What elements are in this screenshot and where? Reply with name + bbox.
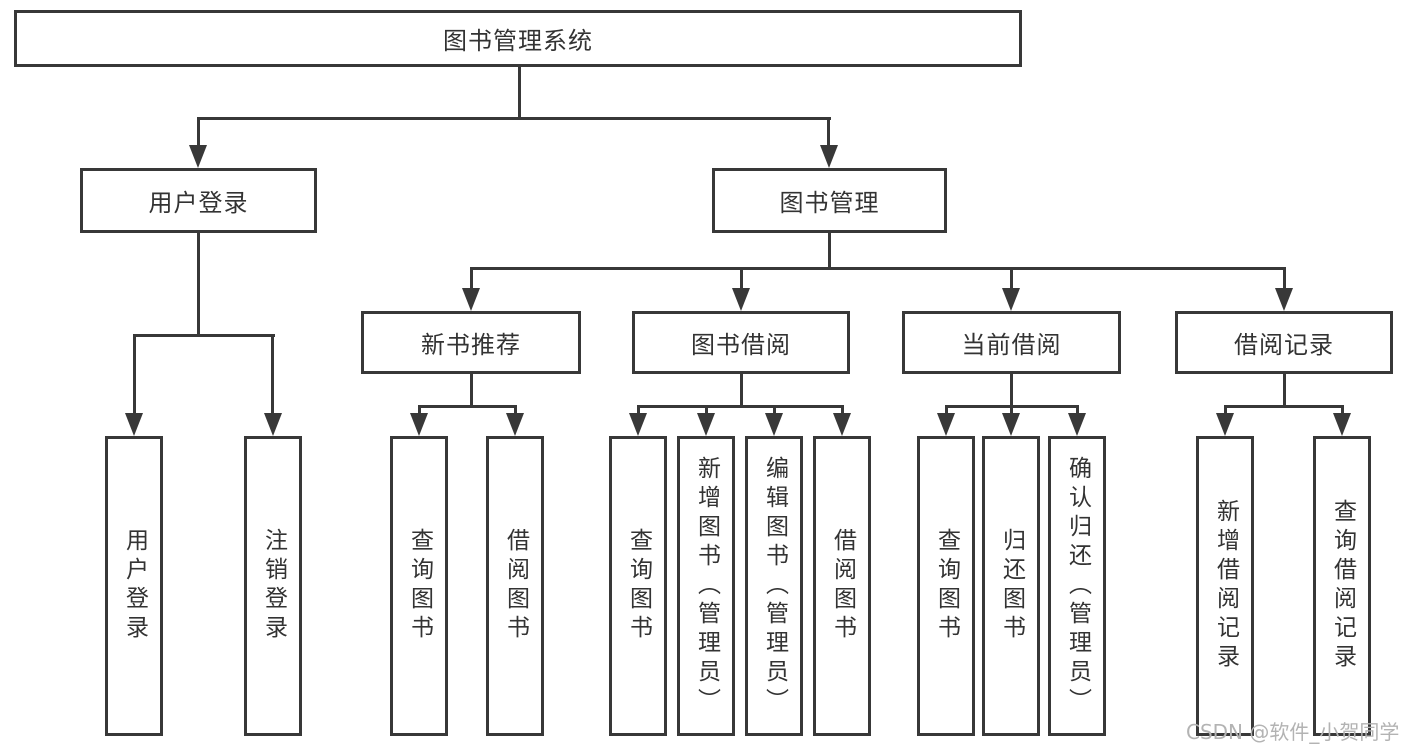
leaf-borrow-books-recommend: 借阅图书 — [486, 436, 544, 736]
node-label: 用户登录 — [121, 528, 148, 644]
leaf-edit-books-admin: 编辑图书（管理员） — [745, 436, 803, 736]
arrowhead-icon — [1275, 288, 1293, 311]
connector-line — [197, 117, 831, 120]
connector-line — [133, 334, 275, 337]
connector-line — [1283, 374, 1286, 407]
arrowhead-icon — [765, 413, 783, 436]
connector-line — [418, 405, 517, 408]
node-library-management-system: 图书管理系统 — [14, 10, 1022, 67]
connector-line — [827, 117, 830, 147]
arrowhead-icon — [1216, 413, 1234, 436]
node-label: 查询图书 — [625, 528, 652, 644]
arrowhead-icon — [820, 145, 838, 168]
arrowhead-icon — [410, 413, 428, 436]
connector-line — [1076, 405, 1079, 414]
node-label: 查询图书 — [406, 528, 433, 644]
node-label: 新增借阅记录 — [1212, 499, 1239, 673]
connector-line — [470, 374, 473, 407]
connector-line — [470, 267, 473, 289]
leaf-query-books-borrowing: 查询图书 — [609, 436, 667, 736]
node-label: 查询借阅记录 — [1329, 499, 1356, 673]
node-label: 确认归还（管理员） — [1064, 455, 1091, 717]
node-label: 新增图书（管理员） — [693, 455, 720, 717]
connector-line — [637, 405, 640, 414]
leaf-borrow-books: 借阅图书 — [813, 436, 871, 736]
connector-line — [841, 405, 844, 414]
node-label: 借阅图书 — [829, 528, 856, 644]
node-current-borrowing: 当前借阅 — [902, 311, 1121, 374]
node-label: 注销登录 — [260, 528, 287, 644]
arrowhead-icon — [264, 413, 282, 436]
connector-line — [740, 374, 743, 407]
connector-line — [514, 405, 517, 414]
connector-line — [197, 117, 200, 147]
arrowhead-icon — [937, 413, 955, 436]
arrowhead-icon — [1002, 288, 1020, 311]
watermark: CSDN @软件_小贺同学 — [1186, 720, 1400, 744]
connector-line — [773, 405, 776, 414]
connector-line — [1010, 374, 1013, 407]
arrowhead-icon — [833, 413, 851, 436]
leaf-user-login: 用户登录 — [105, 436, 163, 736]
connector-line — [133, 334, 136, 414]
connector-line — [945, 405, 948, 414]
connector-line — [1283, 267, 1286, 289]
connector-line — [740, 267, 743, 289]
node-label: 编辑图书（管理员） — [761, 455, 788, 717]
arrowhead-icon — [125, 413, 143, 436]
arrowhead-icon — [1068, 413, 1086, 436]
arrowhead-icon — [1002, 413, 1020, 436]
connector-line — [705, 405, 708, 414]
arrowhead-icon — [732, 288, 750, 311]
connector-line — [637, 405, 844, 408]
arrowhead-icon — [506, 413, 524, 436]
connector-line — [828, 233, 831, 269]
node-label: 借阅图书 — [502, 528, 529, 644]
leaf-return-books: 归还图书 — [982, 436, 1040, 736]
leaf-confirm-return-admin: 确认归还（管理员） — [1048, 436, 1106, 736]
node-book-management: 图书管理 — [712, 168, 947, 233]
arrowhead-icon — [697, 413, 715, 436]
connector-line — [1010, 405, 1013, 414]
node-user-login: 用户登录 — [80, 168, 317, 233]
arrowhead-icon — [1333, 413, 1351, 436]
node-new-book-recommendation: 新书推荐 — [361, 311, 581, 374]
leaf-query-borrow-record: 查询借阅记录 — [1313, 436, 1371, 736]
connector-line — [1010, 267, 1013, 289]
leaf-logout: 注销登录 — [244, 436, 302, 736]
arrowhead-icon — [462, 288, 480, 311]
leaf-query-books-recommend: 查询图书 — [390, 436, 448, 736]
leaf-add-borrow-record: 新增借阅记录 — [1196, 436, 1254, 736]
connector-line — [418, 405, 421, 414]
connector-line — [470, 267, 1285, 270]
arrowhead-icon — [629, 413, 647, 436]
arrowhead-icon — [189, 145, 207, 168]
leaf-add-books-admin: 新增图书（管理员） — [677, 436, 735, 736]
connector-line — [1224, 405, 1344, 408]
leaf-query-books-current: 查询图书 — [917, 436, 975, 736]
connector-line — [518, 66, 521, 118]
node-label: 查询图书 — [933, 528, 960, 644]
node-label: 归还图书 — [998, 528, 1025, 644]
connector-line — [197, 233, 200, 336]
connector-line — [271, 334, 274, 414]
node-borrowing-records: 借阅记录 — [1175, 311, 1393, 374]
connector-line — [1341, 405, 1344, 414]
connector-line — [1224, 405, 1227, 414]
node-book-borrowing: 图书借阅 — [632, 311, 850, 374]
